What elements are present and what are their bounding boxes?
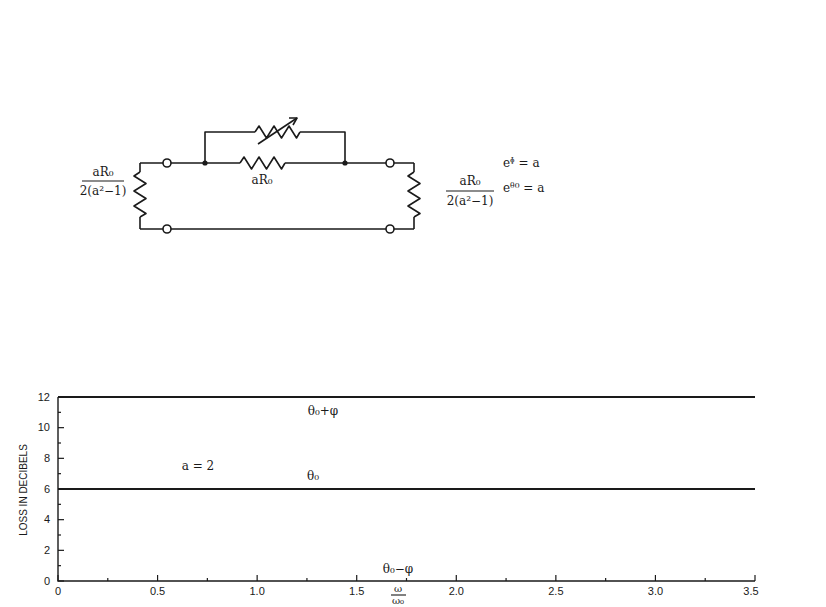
wire [139,163,141,172]
tick-marks [58,397,755,581]
tick [754,575,755,581]
variable-resistor-symbol [255,126,300,138]
junctions [202,160,347,165]
wire [413,217,415,229]
tick-label: 3.5 [743,586,758,597]
terminal [163,159,171,167]
tick-label: 10 [38,422,50,433]
wire [413,163,415,172]
tick [58,550,64,551]
fraction-bar [82,180,124,181]
resistor-value: 2(a²−1) [80,185,127,197]
tick [58,504,61,505]
tick-label: 1.5 [349,586,364,597]
tick [157,575,158,581]
parameter-note: a = 2 [182,460,214,472]
tick-label: 3.0 [648,586,663,597]
tick [58,412,61,413]
resistor-value: aR₀ [460,175,481,187]
tick [58,580,64,581]
tick [505,578,506,581]
loss-line [58,396,755,398]
tick [705,578,706,581]
tick-label: 0 [55,586,61,597]
tick [257,575,258,581]
axes [58,397,755,581]
tick [58,488,64,489]
tick [555,575,556,581]
tick [58,565,61,566]
tick [605,578,606,581]
tick [58,473,61,474]
chart [58,397,755,595]
tick-label: 4 [44,514,50,525]
terminal [386,225,394,233]
loss-line [58,488,755,490]
wire [140,228,414,230]
tick-label: 0.5 [150,586,165,597]
wire [205,132,255,163]
curve-label: θ₀+φ [308,405,339,417]
terminal [386,159,394,167]
tick-label: 1.0 [249,586,264,597]
tick-label: 12 [38,392,50,403]
circuit [82,118,494,233]
tick-label: 0 [44,576,50,587]
wire [140,162,240,164]
tick [58,519,64,520]
resistor-symbol [134,172,146,217]
variable-arrow [258,118,297,144]
fraction-bar [446,190,494,191]
curve-label: θ₀ [307,470,319,482]
tick-label: 2 [44,545,50,556]
tick [58,396,64,397]
arrow-head [289,118,297,125]
tick [58,442,61,443]
tick [57,575,58,581]
resistor-symbol [240,157,285,169]
tick [655,575,656,581]
tick [58,534,61,535]
tick-label: 2.0 [449,586,464,597]
tick [306,578,307,581]
terminal [163,225,171,233]
resistor-value: aR₀ [93,166,114,178]
resistor-value: aR₀ [252,174,273,186]
tick [58,458,64,459]
equation: eᶲ = a [503,157,540,169]
tick [107,578,108,581]
tick [406,578,407,581]
tick [207,578,208,581]
tick-label: 2.5 [548,586,563,597]
axis-title: ω₀ [392,596,404,606]
curve-label: θ₀−φ [383,563,414,575]
junction-dot [202,160,207,165]
tick [356,575,357,581]
tick [456,575,457,581]
resistor-value: 2(a²−1) [447,195,494,207]
axis-title: ω [394,584,402,594]
resistor-symbol [408,172,420,217]
wire [139,217,141,229]
tick-label: 6 [44,484,50,495]
tick [58,427,64,428]
equation: eᶿ⁰ = a [503,182,544,194]
axis-title: LOSS IN DECIBELS [19,444,29,536]
tick-label: 8 [44,453,50,464]
junction-dot [342,160,347,165]
wire [300,132,345,163]
